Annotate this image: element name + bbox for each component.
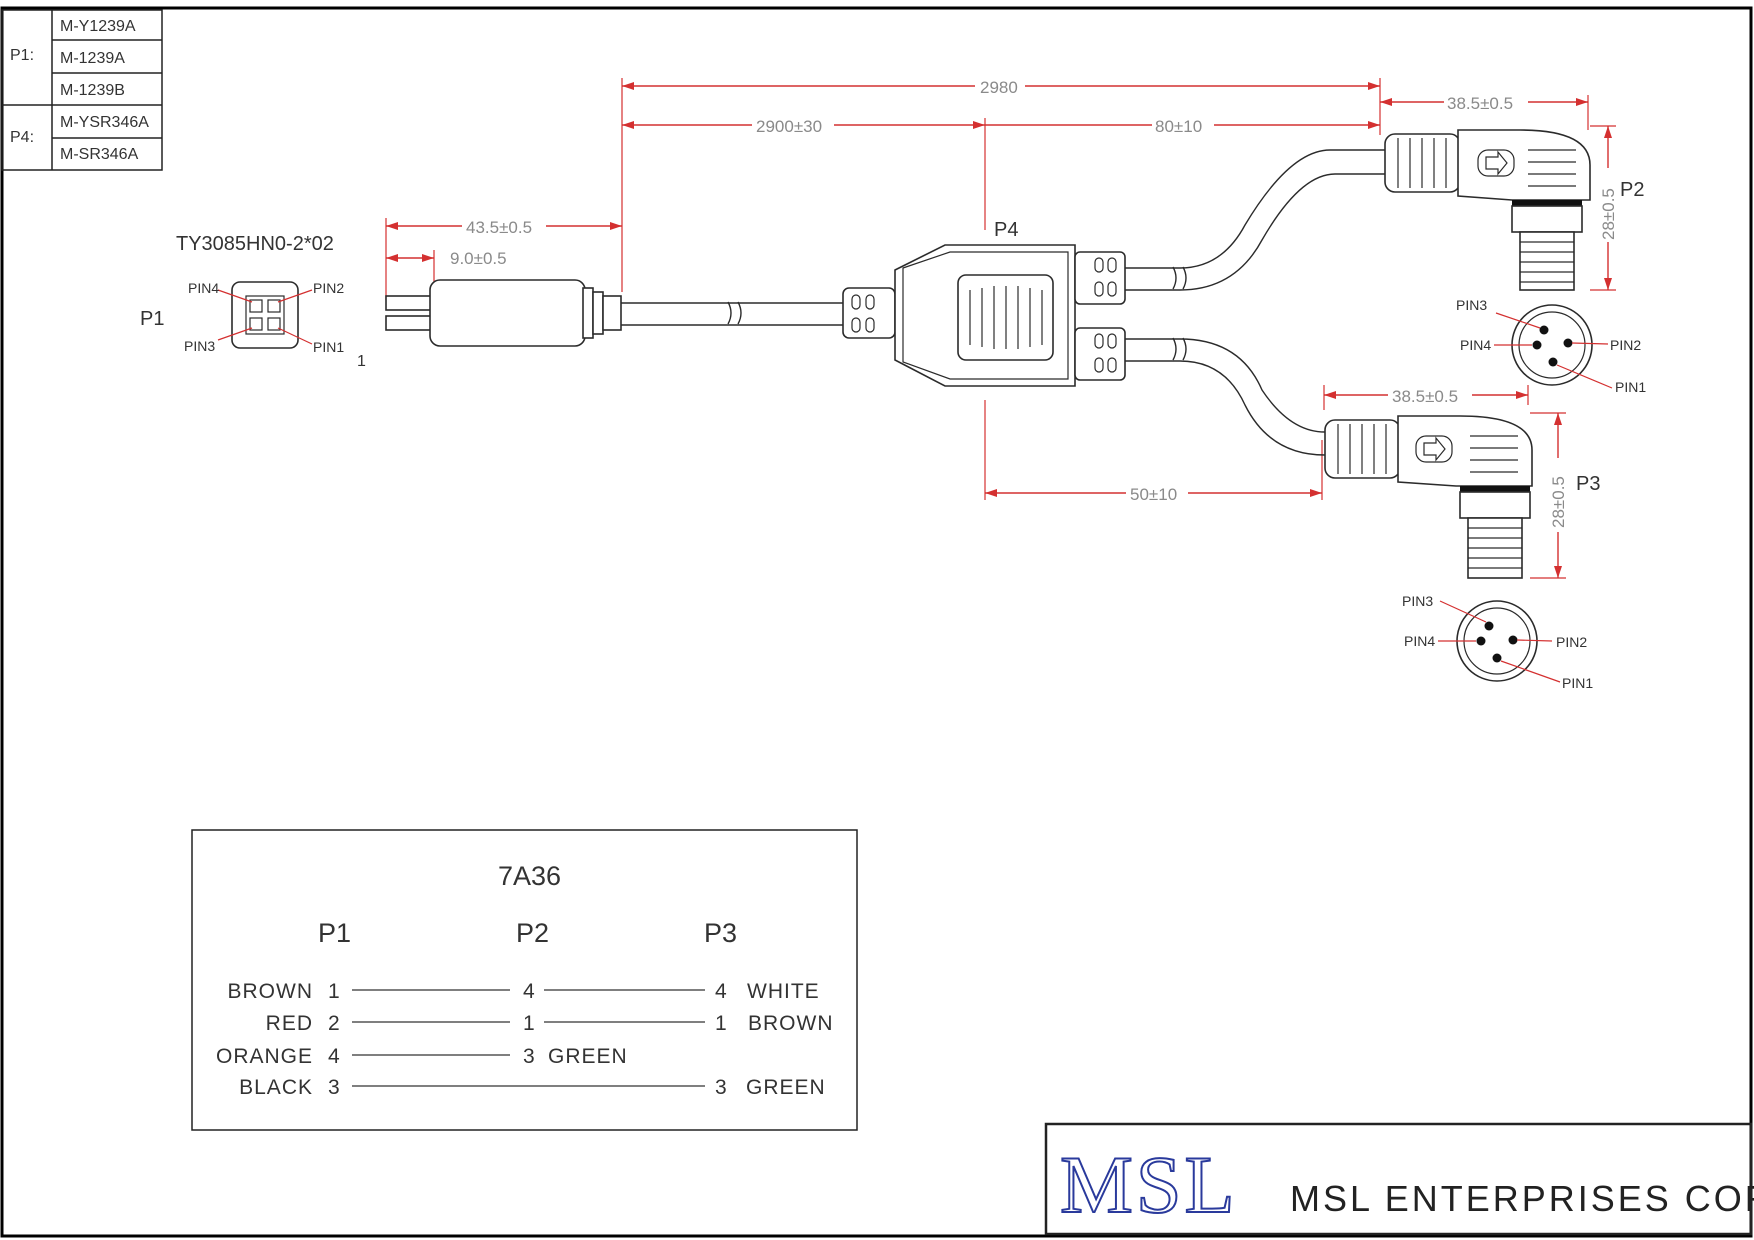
wire-row1-p3-pin: 4 [715,980,728,1003]
wiring-header-p2: P2 [516,918,549,948]
p2-label: P2 [1620,179,1644,201]
dim-branch-p2: 80±10 [1155,117,1202,136]
part-table-model: M-SR346A [60,146,139,163]
dim-branch-p3: 50±10 [1130,485,1177,504]
p4-label: P4 [994,219,1018,241]
wire-row1-p3-color: WHITE [747,980,820,1003]
p3-pin4-label: PIN4 [1404,633,1435,649]
dim-p2-height: 28±0.5 [1599,188,1618,240]
p4-splitter: P4 [842,219,1126,387]
part-table-model: M-YSR346A [60,114,149,131]
wire-row4-p1-color: BLACK [239,1076,313,1099]
dim-p1-pin: 9.0±0.5 [450,249,507,268]
p2-connector: P2 [1384,129,1644,291]
wiring-header-p3: P3 [704,918,737,948]
company-name: MSL ENTERPRISES CORP. [1290,1178,1754,1219]
p2-pin4-label: PIN4 [1460,337,1491,353]
dim-overall: 2980 [980,78,1018,97]
p1-pin4-label: PIN4 [188,280,219,296]
dim-p2-length: 38.5±0.5 [1447,94,1513,113]
branch-cables [1125,149,1385,456]
p1-index: 1 [357,353,366,370]
part-table-model: M-1239A [60,50,125,67]
wire-row3-p1-pin: 4 [328,1045,341,1068]
title-block: MSL MSL ENTERPRISES CORP. [1044,1122,1754,1236]
wire-row1-p2-pin: 4 [523,980,536,1003]
drawing-frame [0,6,1753,1238]
p1-connector-face: TY3085HN0-2*02 P1 PIN4 PIN2 PIN3 PIN1 1 [140,233,366,370]
part-table-p1-label: P1: [10,47,34,64]
wire-row3-p2-color: GREEN [548,1045,628,1068]
p3-label: P3 [1576,473,1600,495]
part-table-model: M-1239B [60,82,125,99]
wire-row1-p1-pin: 1 [328,980,341,1003]
p1-pin1-label: PIN1 [313,339,344,355]
p3-connector: P3 [1324,415,1600,579]
p2-pin1-label: PIN1 [1615,379,1646,395]
p3-pin-face: PIN3 PIN2 PIN4 PIN1 [1402,593,1593,691]
wire-row4-p3-pin: 3 [715,1076,728,1099]
wire-row1-p1-color: BROWN [228,980,314,1003]
p1-label: P1 [140,308,164,330]
dim-p1-length: 43.5±0.5 [466,218,532,237]
dim-p3-height: 28±0.5 [1549,476,1568,528]
p2-pin-face: PIN3 PIN2 PIN4 PIN1 [1456,297,1646,395]
wire-row2-p1-pin: 2 [328,1012,341,1035]
p3-pin3-label: PIN3 [1402,593,1433,609]
wiring-header-p1: P1 [318,918,351,948]
wire-row3-p2-pin: 3 [523,1045,536,1068]
wiring-table: 7A36 P1 P2 P3 BROWN 1 4 4 WHITE RED 2 1 … [191,829,858,1131]
p1-part-number: TY3085HN0-2*02 [176,233,334,255]
p2-pin2-label: PIN2 [1610,337,1641,353]
p1-connector-side [385,279,845,347]
wire-row2-p3-pin: 1 [715,1012,728,1035]
p3-pin2-label: PIN2 [1556,634,1587,650]
wire-row3-p1-color: ORANGE [216,1045,313,1068]
p3-pin1-label: PIN1 [1562,675,1593,691]
part-table: P1: P4: M-Y1239A M-1239A M-1239B M-YSR34… [1,9,163,171]
dimensions: 2980 2900±30 80±10 50±10 43.5±0.5 9.0±0.… [385,76,1618,579]
wire-row2-p2-pin: 1 [523,1012,536,1035]
wire-row2-p1-color: RED [266,1012,313,1035]
dim-p3-length: 38.5±0.5 [1392,387,1458,406]
p1-pin3-label: PIN3 [184,338,215,354]
p1-pin2-label: PIN2 [313,280,344,296]
p2-pin3-label: PIN3 [1456,297,1487,313]
part-table-model: M-Y1239A [60,18,136,35]
wire-row4-p1-pin: 3 [328,1076,341,1099]
wiring-code: 7A36 [498,861,561,891]
dim-main-cable: 2900±30 [756,117,822,136]
company-logo: MSL [1060,1139,1238,1230]
wire-row2-p3-color: BROWN [748,1012,834,1035]
part-table-p4-label: P4: [10,129,34,146]
wire-row4-p3-color: GREEN [746,1076,826,1099]
